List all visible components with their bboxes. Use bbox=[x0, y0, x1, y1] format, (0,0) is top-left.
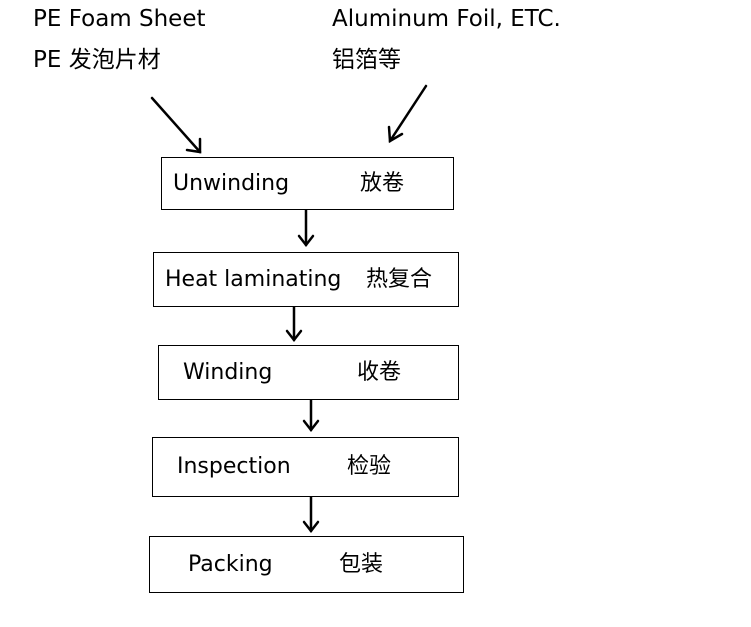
arrow-step-2-3 bbox=[285, 305, 303, 343]
arrow-step-1-2 bbox=[297, 208, 315, 248]
step-unwinding-en: Unwinding bbox=[173, 170, 290, 196]
step-inspection-en: Inspection bbox=[177, 454, 291, 479]
input-right-en: Aluminum Foil, ETC. bbox=[332, 6, 561, 32]
step-heat-laminating-zh: 热复合 bbox=[366, 266, 433, 292]
step-inspection: Inspection 检验 bbox=[152, 437, 459, 497]
step-winding: Winding 收卷 bbox=[158, 345, 459, 400]
step-unwinding-zh: 放卷 bbox=[360, 170, 405, 196]
step-packing-zh: 包装 bbox=[339, 551, 384, 577]
step-packing-en: Packing bbox=[188, 551, 273, 577]
step-packing: Packing 包装 bbox=[149, 536, 464, 593]
step-unwinding: Unwinding 放卷 bbox=[161, 157, 454, 210]
arrow-step-3-4 bbox=[302, 398, 320, 433]
input-left-en: PE Foam Sheet bbox=[33, 6, 206, 32]
arrow-input-right bbox=[387, 84, 428, 144]
step-heat-laminating: Heat laminating 热复合 bbox=[153, 252, 459, 307]
step-winding-zh: 收卷 bbox=[357, 359, 402, 385]
arrow-input-left bbox=[150, 96, 202, 154]
step-winding-en: Winding bbox=[183, 359, 273, 385]
step-inspection-zh: 检验 bbox=[347, 454, 392, 479]
input-left-zh: PE 发泡片材 bbox=[33, 47, 161, 73]
input-right-zh: 铝箔等 bbox=[332, 47, 401, 73]
arrow-step-4-5 bbox=[302, 495, 320, 534]
step-heat-laminating-en: Heat laminating bbox=[165, 266, 342, 292]
